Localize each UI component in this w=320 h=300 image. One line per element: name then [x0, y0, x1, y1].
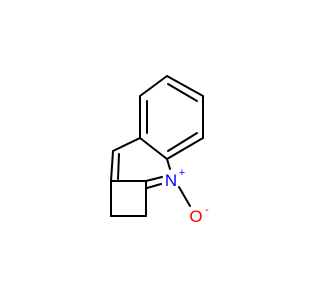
bond-n-o	[178, 186, 191, 207]
atom-o-label: O	[189, 207, 202, 226]
bond-c6-c1	[139, 75, 168, 97]
bond-c4-c5	[139, 137, 168, 160]
bond-n-c4	[166, 158, 171, 170]
bond-c3-c4-inner	[167, 132, 198, 152]
structure-canvas: N + O -	[110, 75, 209, 226]
bond-c9-n	[145, 176, 163, 182]
molecule-diagram: N + O -	[110, 75, 209, 226]
bond-c1-c2-inner	[167, 83, 198, 102]
atom-n-label: N	[165, 171, 177, 190]
bond-c5-c7	[112, 137, 141, 152]
bond-c9-n-inner	[146, 183, 162, 189]
bond-c7-c8-inner	[117, 153, 120, 180]
atom-n-charge: +	[179, 167, 185, 179]
bond-c3-c4	[166, 137, 204, 160]
bond-c7-c8	[110, 150, 114, 182]
atom-o-charge: -	[205, 204, 209, 216]
bond-c1-c2	[166, 75, 204, 97]
